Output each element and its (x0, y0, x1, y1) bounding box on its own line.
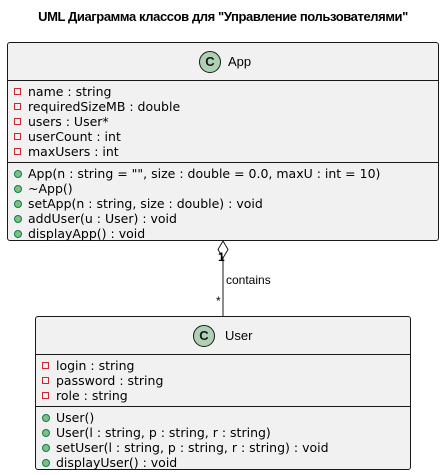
class-stereotype-icon: C (199, 51, 221, 73)
class-user[interactable]: C User login : string password : string … (35, 316, 411, 470)
method-row: addUser(u : User) : void (14, 211, 438, 226)
class-app-methods: App(n : string = "", size : double = 0.0… (8, 163, 438, 244)
attribute-text: password : string (56, 373, 164, 388)
class-app-name: App (228, 54, 252, 69)
attribute-row: requiredSizeMB : double (14, 99, 438, 114)
class-user-methods: User() User(l : string, p : string, r : … (36, 407, 410, 473)
attribute-text: requiredSizeMB : double (28, 99, 181, 114)
public-visibility-icon (14, 230, 22, 238)
attribute-row: maxUsers : int (14, 144, 438, 159)
private-visibility-icon (42, 377, 49, 384)
method-text: addUser(u : User) : void (28, 211, 177, 226)
method-row: User(l : string, p : string, r : string) (42, 425, 410, 440)
attribute-row: role : string (42, 388, 410, 403)
method-text: setUser(l : string, p : string, r : stri… (56, 440, 329, 455)
attribute-text: userCount : int (28, 129, 121, 144)
class-app[interactable]: C App name : string requiredSizeMB : dou… (7, 42, 439, 241)
target-multiplicity: * (216, 294, 221, 308)
source-multiplicity: 1 (218, 250, 225, 264)
attribute-row: name : string (14, 84, 438, 99)
method-row: setUser(l : string, p : string, r : stri… (42, 440, 410, 455)
diagram-title: UML Диаграмма классов для "Управление по… (38, 9, 408, 24)
method-text: User(l : string, p : string, r : string) (56, 425, 271, 440)
attribute-text: login : string (56, 358, 135, 373)
method-row: setApp(n : string, size : double) : void (14, 196, 438, 211)
private-visibility-icon (14, 118, 21, 125)
class-user-name: User (225, 328, 253, 343)
public-visibility-icon (14, 185, 22, 193)
private-visibility-icon (42, 362, 49, 369)
private-visibility-icon (14, 133, 21, 140)
attribute-row: userCount : int (14, 129, 438, 144)
method-text: setApp(n : string, size : double) : void (28, 196, 263, 211)
method-row: displayApp() : void (14, 226, 438, 241)
public-visibility-icon (42, 414, 50, 422)
class-user-attributes: login : string password : string role : … (36, 355, 410, 407)
public-visibility-icon (14, 215, 22, 223)
relation-label: contains (226, 273, 271, 287)
method-row: App(n : string = "", size : double = 0.0… (14, 166, 438, 181)
public-visibility-icon (14, 170, 22, 178)
class-app-header: C App (8, 43, 438, 81)
class-app-attributes: name : string requiredSizeMB : double us… (8, 81, 438, 163)
method-text: displayUser() : void (56, 455, 178, 470)
public-visibility-icon (42, 429, 50, 437)
method-row: User() (42, 410, 410, 425)
attribute-text: name : string (28, 84, 112, 99)
class-stereotype-icon: C (193, 325, 215, 347)
method-text: App(n : string = "", size : double = 0.0… (28, 166, 381, 181)
class-user-header: C User (36, 317, 410, 355)
method-row: displayUser() : void (42, 455, 410, 470)
method-text: ~App() (28, 181, 73, 196)
attribute-text: maxUsers : int (28, 144, 119, 159)
attribute-text: users : User* (28, 114, 109, 129)
public-visibility-icon (14, 200, 22, 208)
method-text: User() (56, 410, 95, 425)
attribute-row: password : string (42, 373, 410, 388)
attribute-text: role : string (56, 388, 128, 403)
private-visibility-icon (14, 88, 21, 95)
attribute-row: users : User* (14, 114, 438, 129)
public-visibility-icon (42, 444, 50, 452)
private-visibility-icon (14, 103, 21, 110)
private-visibility-icon (14, 148, 21, 155)
attribute-row: login : string (42, 358, 410, 373)
public-visibility-icon (42, 459, 50, 467)
method-row: ~App() (14, 181, 438, 196)
private-visibility-icon (42, 392, 49, 399)
method-text: displayApp() : void (28, 226, 146, 241)
aggregation-diamond (217, 240, 229, 259)
